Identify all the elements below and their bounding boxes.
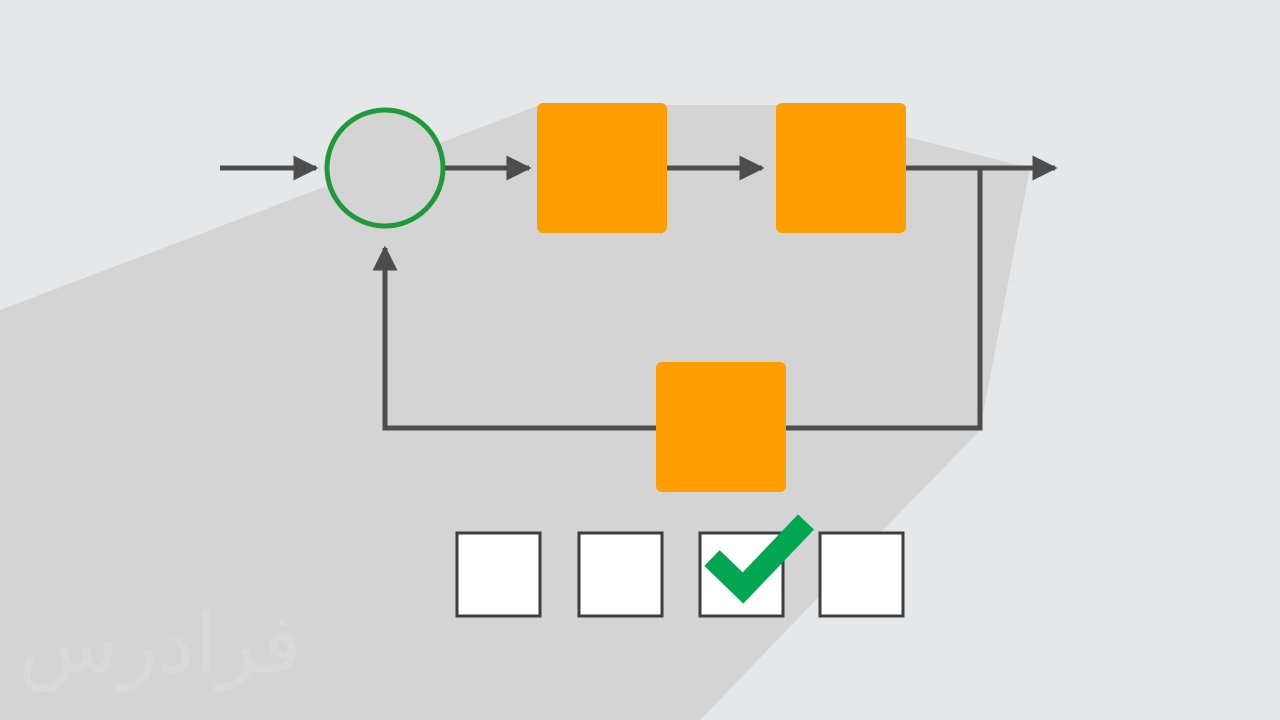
forward-block-1 (537, 103, 667, 233)
feedback-block (656, 362, 786, 492)
option-checkbox-1[interactable] (455, 531, 542, 618)
forward-block-2 (776, 103, 906, 233)
option-checkbox-4[interactable] (818, 531, 905, 618)
summing-junction (324, 107, 446, 229)
watermark-logo: فرادرس (18, 597, 301, 692)
option-checkbox-2[interactable] (577, 531, 664, 618)
checkmark-icon (704, 514, 814, 604)
